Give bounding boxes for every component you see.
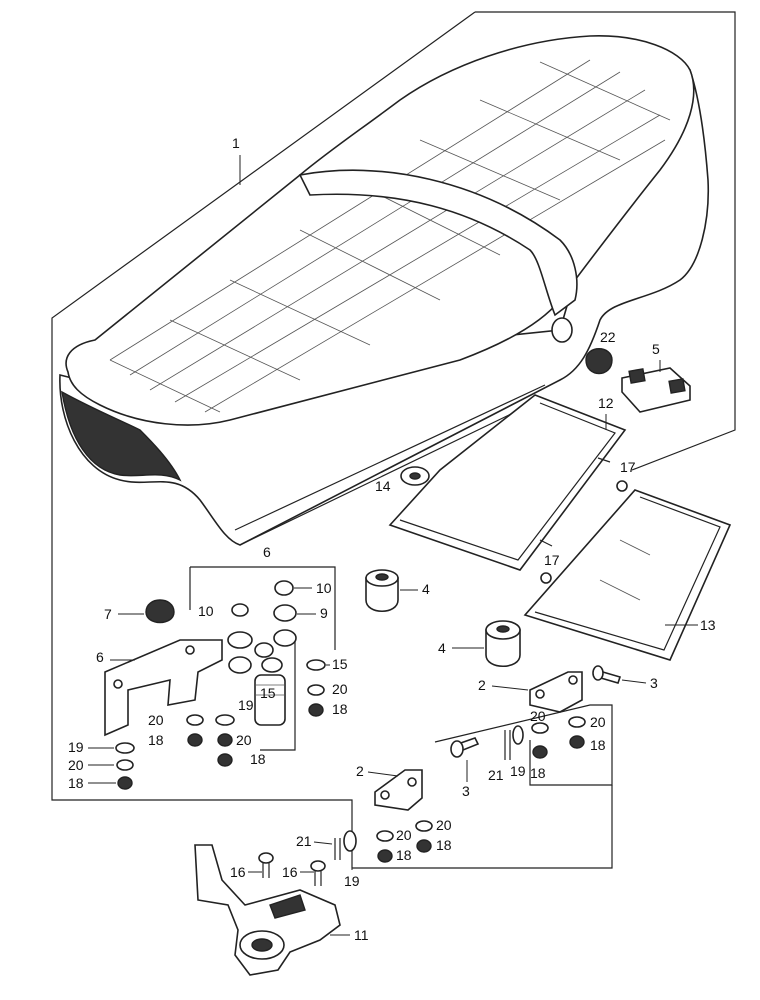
label-part-13: 13 <box>700 617 716 633</box>
label-part-18-right-b: 18 <box>530 765 546 781</box>
part-4-cushion-lower <box>485 620 521 668</box>
part-12-seat-bottom-plate <box>388 394 627 571</box>
label-part-18-lower-a: 18 <box>396 847 412 863</box>
label-part-6-bracket: 6 <box>96 649 104 665</box>
label-part-19-right: 19 <box>510 763 526 779</box>
label-part-20-right: 20 <box>332 681 348 697</box>
label-part-14: 14 <box>375 478 391 494</box>
part-11-seat-lock <box>194 844 341 976</box>
label-part-11: 11 <box>354 927 369 943</box>
part-16-screw-right <box>310 860 326 886</box>
part-5-damper-block <box>621 367 691 413</box>
label-part-18-right-a: 18 <box>590 737 606 753</box>
label-part-17-upper: 17 <box>620 459 636 475</box>
label-part-3-lower: 3 <box>462 783 470 799</box>
label-part-21-right: 21 <box>488 767 504 783</box>
label-part-2-upper: 2 <box>478 677 486 693</box>
part-21-spring-pin-lower <box>334 838 341 860</box>
part-13-tool-tray <box>523 489 732 661</box>
label-part-21-lower: 21 <box>296 833 312 849</box>
label-part-20-left: 20 <box>148 712 164 728</box>
part-21-spring-pin-right <box>504 730 511 760</box>
part-17-screw-upper <box>616 480 628 492</box>
part-3-bolt-lower <box>450 737 480 758</box>
label-part-18-center: 18 <box>250 751 266 767</box>
label-part-19-far-left: 19 <box>68 739 84 755</box>
part-17-screw-lower <box>540 572 552 584</box>
label-part-20-center: 20 <box>236 732 252 748</box>
part-8-pivot-pin <box>254 674 286 726</box>
right-hinge-group-bracket-lines <box>434 704 613 786</box>
label-part-20-right-a: 20 <box>530 708 546 724</box>
label-part-19-center: 19 <box>238 697 254 713</box>
label-part-9-right: 9 <box>320 605 328 621</box>
label-part-20-lower-b: 20 <box>436 817 452 833</box>
part-16-screw-left <box>258 852 274 878</box>
label-part-20-right-b: 20 <box>590 714 606 730</box>
label-part-10-left: 10 <box>198 603 214 619</box>
label-part-5: 5 <box>652 341 660 357</box>
label-part-16-right: 16 <box>282 864 298 880</box>
label-part-4-upper: 4 <box>422 581 430 597</box>
assembly-frame-lines <box>51 11 736 869</box>
label-part-18-right: 18 <box>332 701 348 717</box>
label-part-12: 12 <box>598 395 614 411</box>
label-part-20-lower-a: 20 <box>396 827 412 843</box>
right-upper-washers <box>531 716 586 759</box>
label-part-18-lower-b: 18 <box>436 837 452 853</box>
part-19-washer-lower <box>343 830 357 852</box>
label-part-16-left: 16 <box>230 864 246 880</box>
label-part-7: 7 <box>104 606 112 622</box>
part-2-bracket-upper <box>529 671 583 713</box>
part-2-bracket-lower <box>374 769 423 811</box>
part-10-bushing-left <box>231 603 249 617</box>
label-part-15-center: 15 <box>260 685 276 701</box>
part-7-rubber-cap <box>145 599 175 624</box>
left-hinge-collars <box>227 629 297 674</box>
part-14-grommet <box>400 466 430 486</box>
label-part-18-far-left: 18 <box>68 775 84 791</box>
seat-assembly <box>59 35 710 546</box>
part-6-hinge-bracket <box>104 639 223 737</box>
label-part-17-lower: 17 <box>544 552 560 568</box>
label-part-20-far-left: 20 <box>68 757 84 773</box>
part-22-cushion-rubber <box>585 348 613 375</box>
label-part-15-right: 15 <box>332 656 348 672</box>
part-3-bolt-upper <box>592 665 622 684</box>
label-part-19-lower: 19 <box>344 873 360 889</box>
label-part-3-upper: 3 <box>650 675 658 691</box>
part-4-cushion-upper <box>365 569 399 613</box>
left-hinge-group-bracket-lines <box>189 566 336 751</box>
label-part-22: 22 <box>600 329 616 345</box>
part-19-washer-right <box>512 725 524 745</box>
label-part-4-lower: 4 <box>438 640 446 656</box>
part-10-bushing-right <box>274 580 294 596</box>
lower-hinge-washers <box>376 820 433 863</box>
label-part-18-left: 18 <box>148 732 164 748</box>
label-part-6-top: 6 <box>263 544 271 560</box>
left-hinge-washers <box>115 659 326 790</box>
label-part-10-right: 10 <box>316 580 332 596</box>
label-part-2-lower: 2 <box>356 763 364 779</box>
label-part-1: 1 <box>232 135 240 151</box>
part-9-collar-right <box>273 604 297 622</box>
